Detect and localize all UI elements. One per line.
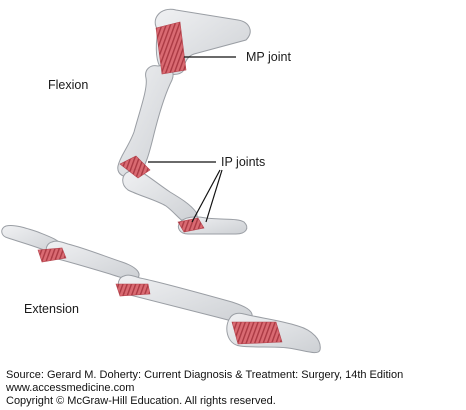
flexion-label: Flexion: [48, 78, 88, 92]
ip-joints-label: IP joints: [221, 155, 265, 169]
mp-joint-label: MP joint: [246, 50, 291, 64]
proximal-phalanx-flexed: [117, 65, 174, 178]
flexed-finger: [117, 8, 251, 235]
mp-joint-ligament-extended: [231, 321, 283, 345]
ip-joints-leader-dip-2: [205, 169, 223, 223]
dip-joint-ligament-extended: [37, 247, 67, 263]
extension-label: Extension: [24, 302, 79, 316]
middle-phalanx-flexed: [122, 168, 198, 224]
copyright-credit: Copyright © McGraw-Hill Education. All r…: [6, 395, 276, 407]
mp-joint-ligament: [155, 21, 187, 75]
source-credit: Source: Gerard M. Doherty: Current Diagn…: [6, 369, 404, 381]
dip-joint-ligament-flexed: [177, 217, 205, 233]
pip-joint-ligament-flexed: [119, 155, 151, 179]
middle-phalanx-extended: [45, 240, 140, 281]
website-credit: www.accessmedicine.com: [6, 382, 135, 394]
pip-joint-ligament-extended: [115, 283, 151, 297]
extended-finger: [1, 225, 321, 354]
ip-joints-leader-dip: [191, 169, 221, 223]
leader-lines: [148, 56, 236, 223]
